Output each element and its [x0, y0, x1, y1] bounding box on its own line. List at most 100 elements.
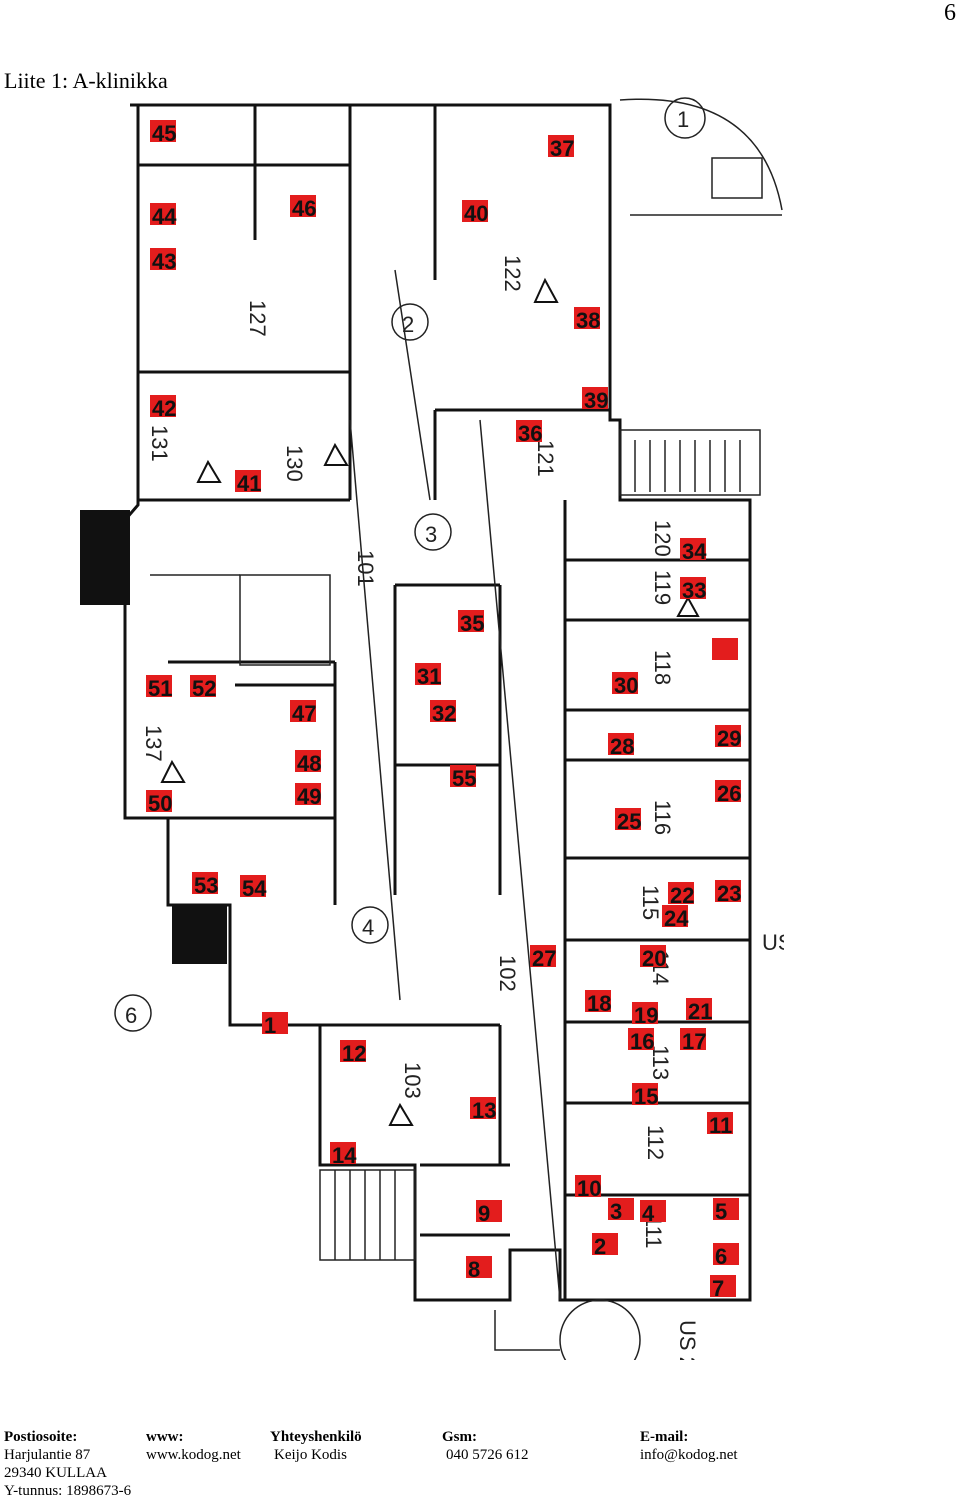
marker-label: 13 — [472, 1098, 497, 1123]
svg-text:6: 6 — [125, 1003, 137, 1028]
marker-label: 17 — [682, 1029, 707, 1054]
marker-square — [290, 700, 316, 722]
marker-label: 40 — [464, 201, 489, 226]
svg-text:137: 137 — [141, 725, 166, 762]
marker-label: 34 — [682, 539, 707, 564]
marker-square — [415, 663, 441, 685]
marker-label: 20 — [642, 946, 667, 971]
svg-text:4: 4 — [362, 915, 374, 940]
svg-text:103: 103 — [400, 1062, 425, 1099]
svg-text:122: 122 — [500, 255, 525, 292]
marker-square — [712, 638, 738, 660]
svg-text:US 2: US 2 — [675, 1320, 700, 1360]
marker-label: 50 — [148, 791, 173, 816]
address-line1: Harjulantie 87 — [4, 1447, 91, 1463]
address-line2: 29340 KULLAA — [4, 1465, 107, 1481]
marker-square — [632, 1002, 658, 1024]
marker-label: 24 — [664, 906, 689, 931]
marker-label: 10 — [577, 1176, 602, 1201]
marker-square — [707, 1112, 733, 1134]
svg-text:119: 119 — [650, 570, 675, 605]
marker-square — [548, 135, 574, 157]
marker-label: 30 — [614, 673, 639, 698]
gsm-label: Gsm: — [442, 1429, 477, 1445]
footer-address: Postiosoite: Harjulantie 87 29340 KULLAA… — [4, 1428, 131, 1500]
svg-text:101: 101 — [353, 550, 378, 587]
svg-text:113: 113 — [648, 1045, 673, 1080]
marker-square — [710, 1275, 736, 1297]
marker-label: 32 — [432, 701, 457, 726]
marker-label: 48 — [297, 751, 322, 776]
marker-square — [715, 880, 741, 902]
marker-label: 19 — [634, 1003, 659, 1028]
marker-square — [240, 875, 266, 897]
marker-label: 11 — [709, 1113, 733, 1138]
marker-label: 35 — [460, 611, 485, 636]
svg-text:US: US — [762, 930, 784, 955]
footer-email: E-mail: info@kodog.net — [640, 1428, 738, 1464]
marker-label: 18 — [587, 991, 612, 1016]
marker-square — [295, 750, 321, 772]
marker-label: 27 — [532, 946, 557, 971]
contact-label: Yhteyshenkilö — [270, 1429, 362, 1445]
marker-square — [462, 200, 488, 222]
marker-square — [640, 945, 666, 967]
marker-label: 7 — [712, 1276, 725, 1301]
marker-square — [632, 1083, 658, 1105]
marker-label: 8 — [468, 1257, 481, 1282]
marker-label: 45 — [152, 121, 177, 146]
marker-label: 52 — [192, 676, 217, 701]
svg-text:1: 1 — [677, 107, 689, 132]
marker-label: 33 — [682, 578, 707, 603]
page-number: 6 — [944, 0, 956, 26]
www-link[interactable]: www.kodog.net — [146, 1447, 241, 1463]
marker-square — [476, 1200, 502, 1222]
marker-label: 12 — [342, 1041, 367, 1066]
marker-square — [680, 538, 706, 560]
marker-square — [192, 872, 218, 894]
marker-square — [340, 1040, 366, 1062]
marker-square — [668, 882, 694, 904]
marker-square — [574, 307, 600, 329]
svg-text:131: 131 — [147, 425, 172, 462]
marker-square — [150, 203, 176, 225]
svg-text:3: 3 — [425, 522, 437, 547]
www-label: www: — [146, 1429, 184, 1445]
svg-text:116: 116 — [650, 800, 675, 835]
marker-square — [235, 470, 261, 492]
marker-label: 23 — [717, 881, 742, 906]
marker-label: 41 — [237, 471, 262, 496]
marker-label: 14 — [332, 1143, 357, 1168]
svg-text:121: 121 — [533, 440, 558, 477]
marker-label: 46 — [292, 196, 317, 221]
marker-square — [146, 790, 172, 812]
marker-square — [686, 998, 712, 1020]
marker-square — [612, 672, 638, 694]
svg-text:102: 102 — [495, 955, 520, 992]
marker-label: 3 — [610, 1199, 623, 1224]
marker-label: 31 — [417, 664, 442, 689]
svg-text:2: 2 — [402, 312, 414, 337]
marker-label: 16 — [630, 1029, 655, 1054]
marker-square — [715, 725, 741, 747]
svg-text:120: 120 — [650, 520, 675, 557]
marker-label: 36 — [518, 421, 543, 446]
marker-square — [295, 783, 321, 805]
marker-square — [592, 1233, 618, 1255]
marker-square — [458, 610, 484, 632]
marker-label: 42 — [152, 396, 177, 421]
marker-square — [150, 248, 176, 270]
footer-gsm: Gsm: 040 5726 612 — [442, 1428, 529, 1464]
marker-label: 29 — [717, 726, 742, 751]
marker-square — [150, 120, 176, 142]
svg-text:115: 115 — [638, 885, 663, 920]
postiosoite-label: Postiosoite: — [4, 1429, 78, 1445]
marker-square — [608, 733, 634, 755]
email-link[interactable]: info@kodog.net — [640, 1447, 738, 1463]
marker-square — [575, 1175, 601, 1197]
marker-square — [662, 905, 688, 927]
marker-square — [713, 1198, 739, 1220]
svg-text:130: 130 — [282, 445, 307, 482]
marker-label: 25 — [617, 809, 642, 834]
marker-square — [608, 1198, 634, 1220]
